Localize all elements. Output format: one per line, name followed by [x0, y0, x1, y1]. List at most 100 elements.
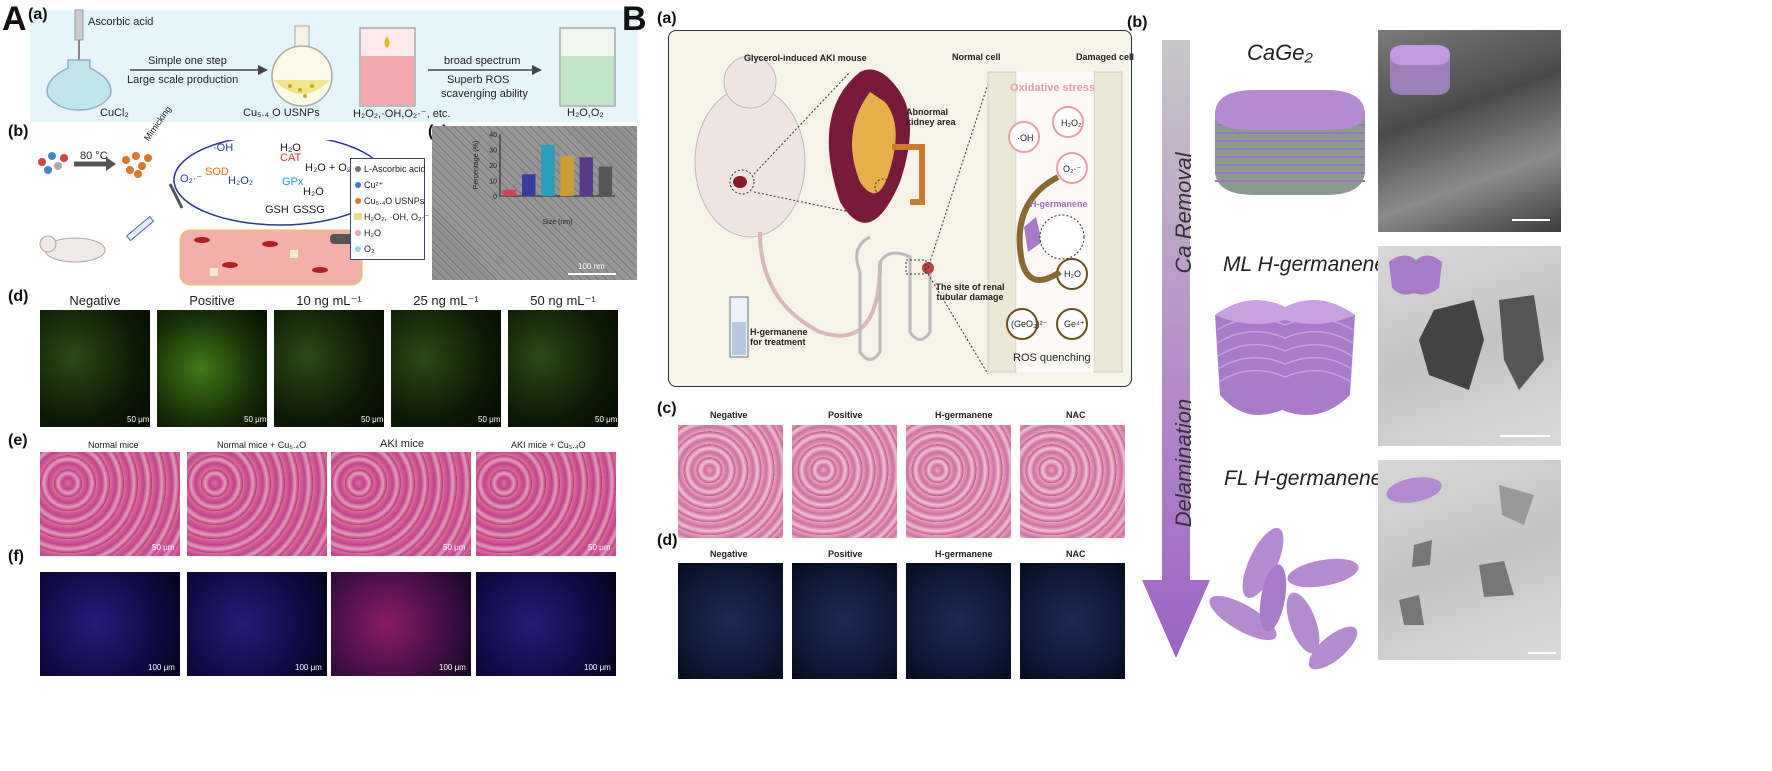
- legend-markers: [354, 166, 362, 252]
- mouse-icon: [39, 235, 106, 263]
- a-d-col-3: 10 ng mL⁻¹: [296, 293, 362, 308]
- kidney-icon: [828, 69, 925, 223]
- simple-step-label: Simple one step: [148, 55, 227, 67]
- b-a-hger-label: H-germanene: [1030, 199, 1088, 209]
- a-f-image-1: [40, 572, 180, 676]
- cat-label: CAT: [280, 152, 302, 164]
- b-a-site-label: The site of renal tubular damage: [935, 282, 1005, 302]
- ml-tem-flakes: [1389, 255, 1544, 390]
- a-d-image-4: [391, 310, 501, 427]
- nephron-icon: [855, 235, 934, 361]
- histogram-bar: [522, 174, 536, 196]
- legend-item-6: O₂: [364, 244, 375, 254]
- a-d-image-3: [274, 310, 384, 427]
- superb2-label: scavenging ability: [441, 88, 528, 100]
- a-d-col-4: 25 ng mL⁻¹: [413, 293, 479, 308]
- ca-removal-wrap: Ca Removal: [1164, 140, 1204, 290]
- b-a-abnormal-label: Abnormal kidney area: [906, 107, 956, 127]
- b-c-col-2: Positive: [828, 410, 863, 420]
- ros-label: H₂O₂,·OH,O₂·⁻, etc.: [353, 108, 451, 120]
- histogram-ytick: 40: [489, 132, 497, 139]
- histogram-ytick: 30: [489, 148, 497, 155]
- a-d-image-5: [508, 310, 618, 427]
- h2o-2-label: H₂O: [303, 186, 324, 198]
- histogram-bar: [560, 155, 574, 196]
- h2o-o2-label: H₂O + O₂: [305, 162, 352, 174]
- oh-label: ·OH: [213, 142, 234, 154]
- usnps-label: Cu₅.₄ O USNPs: [243, 107, 320, 119]
- delamination-label: Delamination: [1171, 398, 1196, 528]
- h2o2-label: H₂O₂: [228, 175, 254, 187]
- histogram-ylabel: Percentage (%): [473, 141, 480, 190]
- usnps-flask-icon: [271, 25, 333, 107]
- legend-item-3: Cu₅.₄O USNPs: [364, 196, 425, 206]
- histogram-bar: [502, 189, 517, 196]
- b-a-quench-label: ROS quenching: [1013, 352, 1091, 364]
- cucl2-label: CuCl₂: [100, 107, 129, 119]
- legend-item-1: L-Ascorbic acid: [364, 164, 426, 174]
- a-f-scale-4: 100 μm: [584, 663, 611, 672]
- syringe-icon: [729, 296, 749, 358]
- dropper-icon: [74, 9, 84, 66]
- b-a-o2-label: O₂·⁻: [1063, 164, 1082, 174]
- a-f-image-2: [187, 572, 327, 676]
- a-e-image-4: [476, 452, 616, 556]
- b-a-oxidative-label: Oxidative stress: [1010, 82, 1095, 94]
- cucl2-flask-icon: [46, 59, 112, 111]
- a-d-scale-1: 50 μm: [127, 415, 150, 424]
- ros-beaker-icon: [359, 27, 416, 107]
- a-f-scale-3: 100 μm: [439, 663, 466, 672]
- panel-a-a-banner: [30, 10, 638, 122]
- cage2-title: CaGe₂: [1247, 40, 1313, 65]
- ml-stack-icon: [1215, 300, 1355, 415]
- legend-item-2: Cu²⁺: [364, 180, 384, 190]
- histogram-bar: [579, 157, 593, 196]
- fl-tem-flakes: [1386, 477, 1534, 625]
- a-e-col-3: AKI mice: [380, 438, 425, 450]
- b-d-col-2: Positive: [828, 549, 863, 559]
- b-a-ge4-label: Ge⁴⁺: [1064, 319, 1085, 329]
- a-f-image-3: [331, 572, 471, 676]
- panel-a-a-label: (a): [28, 6, 48, 23]
- b-a-h2o2-label: H₂O₂: [1061, 118, 1082, 128]
- panel-b-d-label: (d): [657, 532, 678, 549]
- tem-scale-label: 100 nm: [578, 262, 605, 271]
- b-a-mouse-label: Glycerol-induced AKI mouse: [744, 53, 867, 63]
- b-d-image-2: [792, 563, 897, 679]
- a-e-col-1: Normal mice: [88, 440, 139, 450]
- histogram-ytick: 10: [489, 179, 497, 186]
- gsh-label: GSH: [265, 204, 289, 216]
- panel-a-b-label: (b): [8, 123, 29, 140]
- tem-image: [432, 126, 637, 280]
- sod-label: SOD: [205, 166, 229, 178]
- b-c-image-4: [1020, 425, 1125, 538]
- precursor-cluster-icon: [38, 152, 68, 174]
- histogram-bar: [541, 144, 555, 196]
- a-e-col-4: AKI mice + Cu₅.₄O: [511, 440, 586, 450]
- b-d-image-4: [1020, 563, 1125, 679]
- panel-a-b-legend: [350, 158, 425, 260]
- a-f-image-4: [476, 572, 616, 676]
- panel-a-b-diagram: [38, 140, 387, 286]
- a-e-image-1: [40, 452, 180, 556]
- a-e-col-2: Normal mice + Cu₅.₄O: [217, 440, 307, 450]
- temp-label: 80 °C: [80, 150, 108, 162]
- a-e-image-3: [331, 452, 471, 556]
- a-d-col-1: Negative: [69, 293, 121, 308]
- syringe-icon: [125, 215, 155, 242]
- b-d-col-4: NAC: [1066, 549, 1086, 559]
- b-d-image-1: [678, 563, 783, 679]
- b-d-col-3: H-germanene: [935, 549, 993, 559]
- a-e-scale-1: 50 μm: [152, 543, 175, 552]
- panel-b-letter: B: [622, 0, 647, 38]
- germanene-sheet-icon: [1024, 214, 1085, 260]
- panel-a-f-label: (f): [8, 548, 24, 565]
- panel-b-c-label: (c): [657, 400, 677, 417]
- a-d-scale-4: 50 μm: [478, 415, 501, 424]
- b-a-normal-cell-label: Normal cell: [952, 52, 1001, 62]
- a-d-scale-2: 50 μm: [244, 415, 267, 424]
- ml-title: ML H-germanene: [1223, 253, 1387, 276]
- mouse-icon: [694, 55, 882, 338]
- b-a-h2o-label: H₂O: [1064, 269, 1081, 279]
